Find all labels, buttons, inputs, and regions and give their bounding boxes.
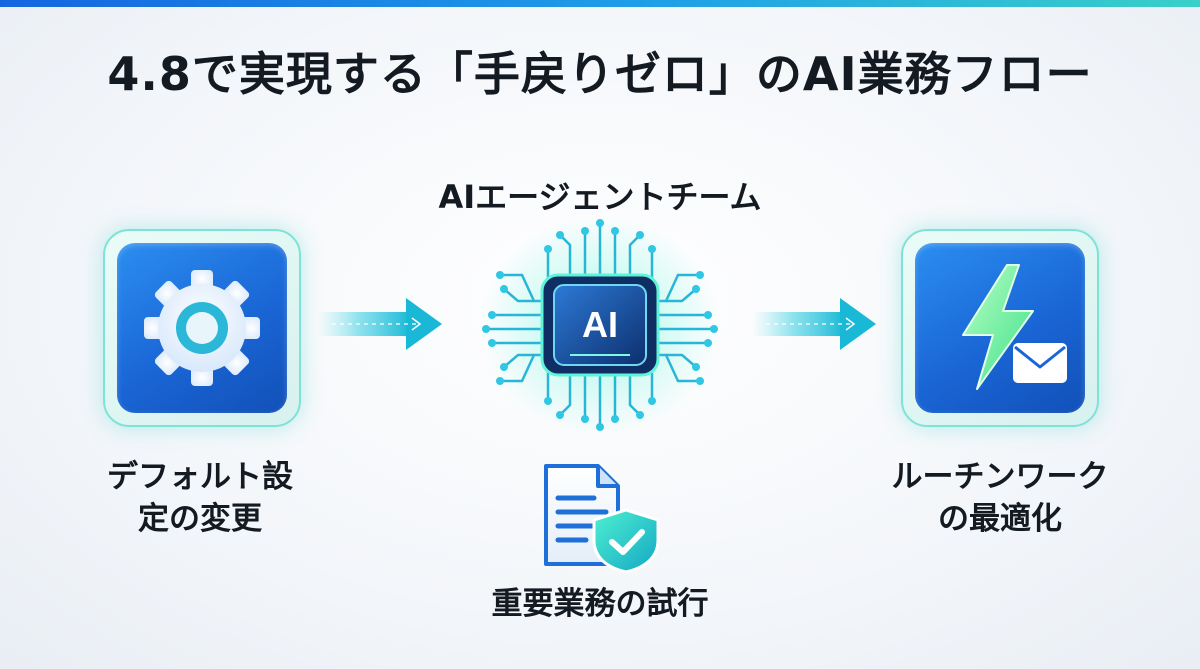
routine-caption-line1: ルーチンワーク xyxy=(891,459,1109,495)
routine-step-tile xyxy=(901,229,1099,427)
trial-caption: 重要業務の試行 xyxy=(491,586,709,622)
ai-chip-icon: AI xyxy=(480,215,720,435)
ai-chip-text: AI xyxy=(582,304,618,345)
settings-caption-line2: 定の変更 xyxy=(138,501,262,537)
agent-team-label: AIエージェントチーム xyxy=(438,178,762,216)
lightning-mail-icon xyxy=(962,264,1067,390)
settings-caption-line1: デフォルト設 xyxy=(107,459,293,495)
settings-step-caption: デフォルト設 定の変更 xyxy=(40,456,360,540)
page-title: 4.8で実現する「手戻りゼロ」のAI業務フロー xyxy=(107,47,1093,101)
document-shield-icon xyxy=(544,464,660,574)
settings-tile-face xyxy=(117,243,287,413)
settings-step-tile xyxy=(103,229,301,427)
top-accent-bar xyxy=(0,0,1200,7)
routine-caption-line2: の最適化 xyxy=(938,501,1062,537)
mail-icon xyxy=(1013,343,1067,383)
gear-icon xyxy=(144,270,260,386)
routine-tile-face xyxy=(915,243,1085,413)
flow-arrow-right-icon xyxy=(318,298,442,350)
routine-step-caption: ルーチンワーク の最適化 xyxy=(840,456,1160,540)
flow-arrow-right-icon-2 xyxy=(752,298,876,350)
